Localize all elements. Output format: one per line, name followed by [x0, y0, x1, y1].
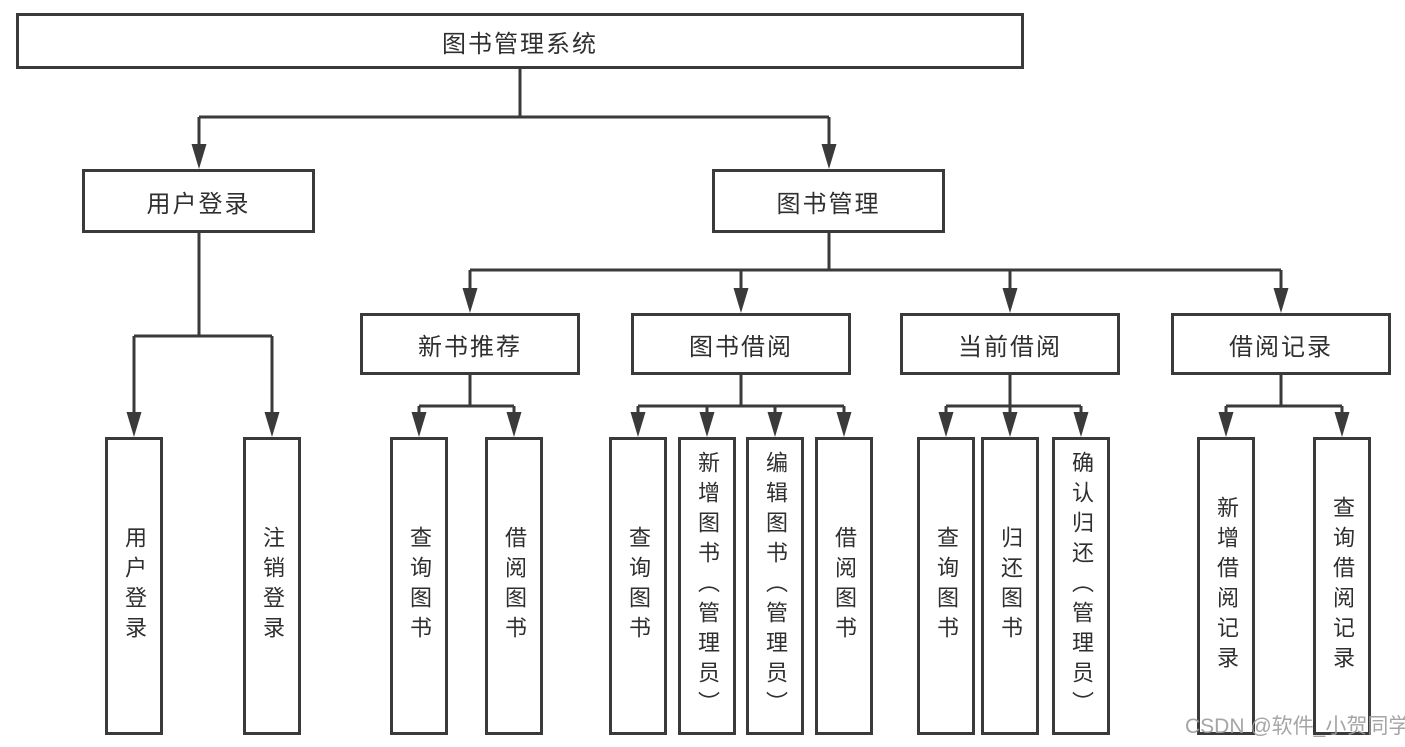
connector-borrow-record-to-leaves: [1218, 375, 1350, 437]
connector-current-borrow-to-leaves: [938, 375, 1089, 437]
watermark: CSDN @软件_小贺同学: [1185, 715, 1405, 738]
node-leaf-record-add: 新增借阅记录: [1197, 437, 1255, 735]
node-borrow-record: 借阅记录: [1171, 313, 1391, 375]
node-leaf-borrow-query-book: 查询图书: [609, 437, 667, 735]
node-leaf-logout: 注销登录: [243, 437, 301, 735]
connector-book-borrow-to-leaves: [630, 375, 852, 437]
node-leaf-current-confirm-return: 确认归还（管理员）: [1052, 437, 1110, 735]
node-leaf-recommend-query-book: 查询图书: [390, 437, 448, 735]
node-leaf-borrow-edit-book: 编辑图书（管理员）: [746, 437, 804, 735]
node-new-book-recommend: 新书推荐: [360, 313, 580, 375]
node-leaf-current-query-book: 查询图书: [917, 437, 975, 735]
node-leaf-current-return-book: 归还图书: [981, 437, 1039, 735]
node-current-borrow: 当前借阅: [900, 313, 1120, 375]
node-root: 图书管理系统: [16, 13, 1024, 69]
node-leaf-borrow-add-book: 新增图书（管理员）: [678, 437, 736, 735]
node-user-login: 用户登录: [82, 169, 315, 233]
node-leaf-recommend-borrow-book: 借阅图书: [485, 437, 543, 735]
node-leaf-user-login: 用户登录: [105, 437, 163, 735]
node-book-borrow: 图书借阅: [631, 313, 851, 375]
node-leaf-record-query: 查询借阅记录: [1313, 437, 1371, 735]
connector-book-management-to-level3: [462, 233, 1289, 313]
node-leaf-borrow-borrow-book: 借阅图书: [815, 437, 873, 735]
connector-user-login-to-leaves: [126, 233, 280, 437]
connector-new-book-recommend-to-leaves: [411, 375, 522, 437]
node-book-management: 图书管理: [712, 169, 945, 233]
connector-root-to-level2: [191, 69, 837, 169]
